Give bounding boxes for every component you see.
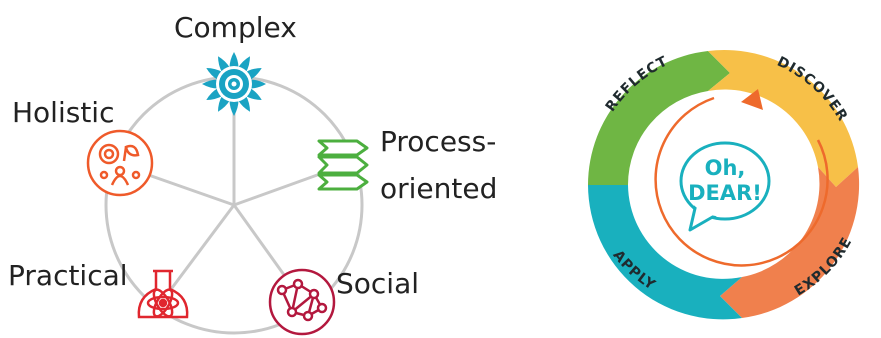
mandala-flower-icon (202, 52, 266, 116)
node-label-practical: Practical (8, 259, 128, 292)
node-label-holistic: Holistic (12, 96, 115, 129)
spoke-practical (161, 204, 236, 301)
center-line-1: Oh, (705, 156, 746, 180)
speech-bubble: Oh, DEAR! (679, 141, 771, 232)
cycle-arrow-head (741, 89, 763, 110)
node-label-process-line1: Process- (380, 125, 497, 158)
spokes (119, 83, 346, 301)
segment-apply (588, 185, 742, 320)
cycle-diagram: Oh, DEAR! REFLECT DISCOVER EXPLORE APPLY (588, 50, 860, 320)
node-label-complex: Complex (174, 11, 297, 44)
segment-reflect (588, 51, 730, 185)
cycle-arrow (654, 96, 829, 267)
segment-discover (708, 50, 858, 188)
process-arrows-icon (317, 139, 369, 191)
pentagon-diagram (86, 52, 369, 336)
center-line-2: DEAR! (688, 181, 762, 205)
node-label-process-line2: oriented (380, 172, 498, 205)
atom-flask-icon (137, 269, 189, 319)
node-label-social: Social (336, 267, 420, 300)
network-globe-icon (268, 268, 336, 336)
holistic-mind-icon (86, 129, 154, 197)
